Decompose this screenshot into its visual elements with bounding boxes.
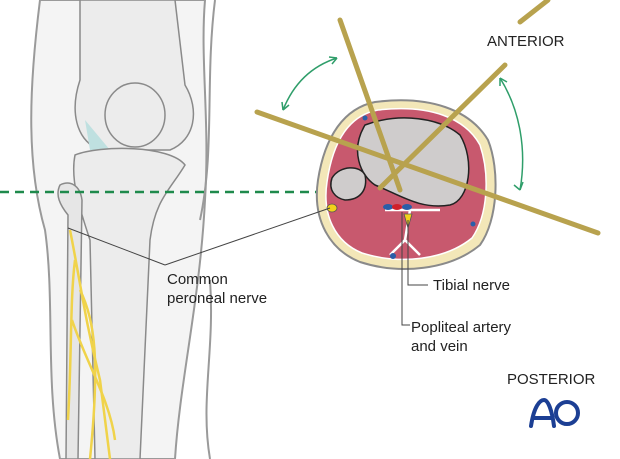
- range-arrows: [281, 56, 524, 191]
- popliteal-artery-vein-label: Popliteal artery and vein: [411, 318, 511, 356]
- label-line: Popliteal artery: [411, 319, 512, 336]
- leader-lines: [67, 207, 428, 326]
- label-line: and vein: [411, 338, 468, 355]
- posterior-label: POSTERIOR: [507, 371, 596, 388]
- common-peroneal-nerve-label: Common peroneal nerve: [167, 270, 267, 308]
- anterior-label: ANTERIOR: [487, 33, 565, 50]
- tibial-nerve-label: Tibial nerve: [433, 277, 510, 294]
- cross-section: [315, 99, 497, 270]
- label-line: Common: [167, 271, 228, 288]
- label-line: peroneal nerve: [167, 290, 268, 307]
- transfixing-wires: [254, 0, 601, 236]
- common-peroneal-nerve: [66, 229, 117, 459]
- ao-logo: [528, 396, 580, 432]
- leg-illustration: [30, 0, 216, 459]
